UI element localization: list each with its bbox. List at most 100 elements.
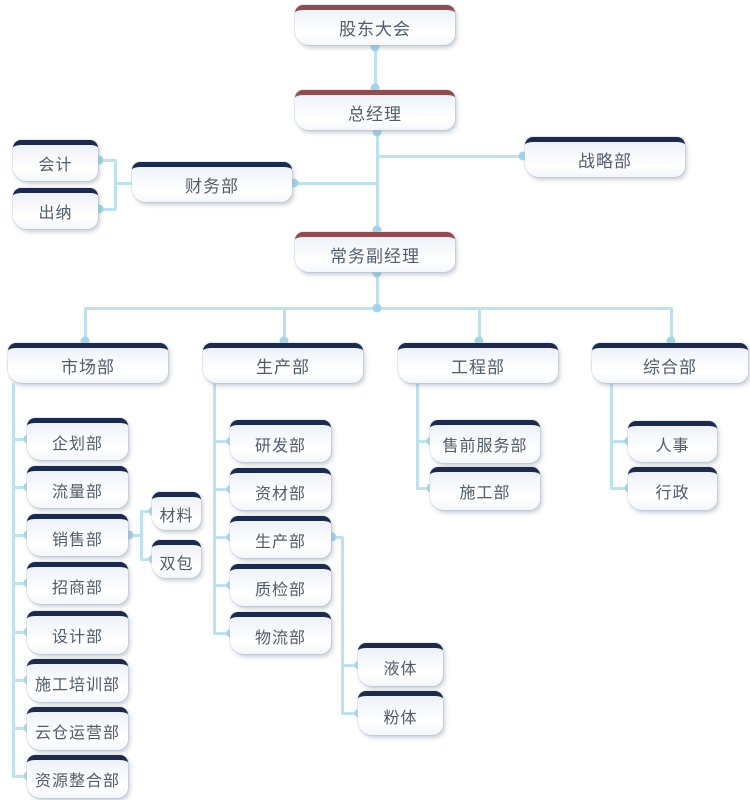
connector-line	[12, 383, 15, 777]
node-label: 综合部	[643, 358, 697, 378]
node-strategy[interactable]: 战略部	[525, 137, 685, 177]
connector-line	[114, 182, 133, 185]
connector-line	[213, 584, 231, 587]
node-marketing[interactable]: 市场部	[8, 343, 168, 383]
node-liquid[interactable]: 液体	[358, 643, 443, 686]
node-label: 质检部	[254, 579, 306, 599]
node-engineering[interactable]: 工程部	[398, 343, 558, 383]
node-cloud-warehouse[interactable]: 云仓运营部	[27, 707, 128, 750]
node-label: 双包	[159, 553, 194, 573]
connector-dot	[370, 42, 380, 52]
connector-dot	[372, 268, 382, 278]
connector-line	[416, 440, 431, 443]
node-construction[interactable]: 施工部	[430, 467, 540, 510]
node-label: 流量部	[51, 481, 103, 501]
connector-line	[213, 536, 231, 539]
node-design[interactable]: 设计部	[27, 611, 128, 654]
connector-dot	[666, 336, 676, 346]
node-materials[interactable]: 材料	[152, 492, 201, 530]
connector-dot	[289, 178, 299, 188]
node-label: 人事	[655, 436, 690, 455]
node-logistics[interactable]: 物流部	[230, 612, 331, 654]
node-accounting[interactable]: 会计	[13, 140, 98, 181]
connector-line	[213, 632, 231, 635]
node-label: 材料	[159, 505, 194, 525]
node-label: 生产部	[256, 358, 310, 378]
node-traffic[interactable]: 流量部	[27, 466, 128, 508]
node-sales[interactable]: 销售部	[27, 514, 128, 556]
node-shareholders[interactable]: 股东大会	[295, 5, 455, 45]
connector-line	[670, 307, 673, 343]
connector-line	[140, 510, 143, 560]
node-label: 售前服务部	[442, 436, 528, 455]
connector-line	[341, 712, 359, 715]
connector-dot	[370, 83, 380, 93]
connector-line	[98, 159, 116, 162]
connector-line	[213, 383, 216, 634]
node-label: 企划部	[51, 433, 103, 453]
node-label: 液体	[383, 659, 418, 678]
node-label: 市场部	[61, 358, 115, 378]
connector-line	[12, 438, 28, 441]
connector-line	[283, 307, 286, 343]
node-label: 总经理	[348, 105, 402, 125]
connector-line	[416, 487, 431, 490]
connector-line	[341, 536, 344, 714]
connector-line	[610, 383, 613, 489]
connector-dot	[279, 336, 289, 346]
connector-dot	[327, 532, 337, 542]
connector-line	[12, 486, 28, 489]
node-hr[interactable]: 人事	[628, 421, 717, 462]
node-rnd[interactable]: 研发部	[230, 420, 331, 462]
connector-line	[128, 534, 142, 537]
node-finance[interactable]: 财务部	[132, 162, 292, 202]
connector-line	[416, 383, 419, 489]
node-double-contract[interactable]: 双包	[152, 540, 201, 578]
connector-line	[12, 534, 28, 537]
node-label: 财务部	[185, 177, 239, 197]
node-construction-training[interactable]: 施工培训部	[27, 659, 128, 702]
node-label: 研发部	[254, 435, 306, 455]
node-supplies[interactable]: 资材部	[230, 468, 331, 510]
node-deputy-manager[interactable]: 常务副经理	[295, 232, 455, 272]
connector-line	[376, 130, 379, 232]
connector-line	[84, 307, 87, 343]
node-powder[interactable]: 粉体	[358, 691, 443, 735]
node-investment[interactable]: 招商部	[27, 562, 128, 604]
node-production[interactable]: 生产部	[203, 343, 363, 383]
connector-line	[610, 440, 629, 443]
connector-line	[12, 727, 28, 730]
connector-dot	[94, 204, 104, 214]
node-label: 常务副经理	[330, 247, 420, 267]
node-label: 销售部	[51, 529, 103, 549]
node-label: 出纳	[38, 203, 73, 222]
node-general-affairs[interactable]: 综合部	[592, 343, 748, 383]
connector-line	[140, 510, 153, 513]
connector-line	[213, 440, 231, 443]
connector-dot	[372, 127, 382, 137]
node-label: 工程部	[451, 358, 505, 378]
node-cashier[interactable]: 出纳	[13, 188, 98, 229]
node-label: 施工培训部	[34, 675, 120, 694]
connector-line	[12, 582, 28, 585]
node-quality[interactable]: 质检部	[230, 564, 331, 606]
connector-line	[292, 182, 378, 185]
node-label: 行政	[655, 483, 690, 502]
node-presales-service[interactable]: 售前服务部	[430, 420, 540, 463]
node-label: 资源整合部	[34, 771, 120, 790]
connector-dot	[124, 530, 134, 540]
node-production-sub[interactable]: 生产部	[230, 516, 331, 558]
connector-dot	[474, 336, 484, 346]
node-planning[interactable]: 企划部	[27, 418, 128, 460]
node-label: 战略部	[578, 152, 632, 172]
node-label: 生产部	[254, 531, 306, 551]
node-admin[interactable]: 行政	[628, 467, 717, 510]
connector-line	[341, 664, 359, 667]
node-label: 资材部	[254, 483, 306, 503]
connector-line	[374, 45, 377, 90]
node-label: 施工部	[459, 483, 511, 502]
connector-dot	[518, 151, 528, 161]
node-general-manager[interactable]: 总经理	[295, 90, 455, 130]
node-resource-integration[interactable]: 资源整合部	[27, 755, 128, 798]
